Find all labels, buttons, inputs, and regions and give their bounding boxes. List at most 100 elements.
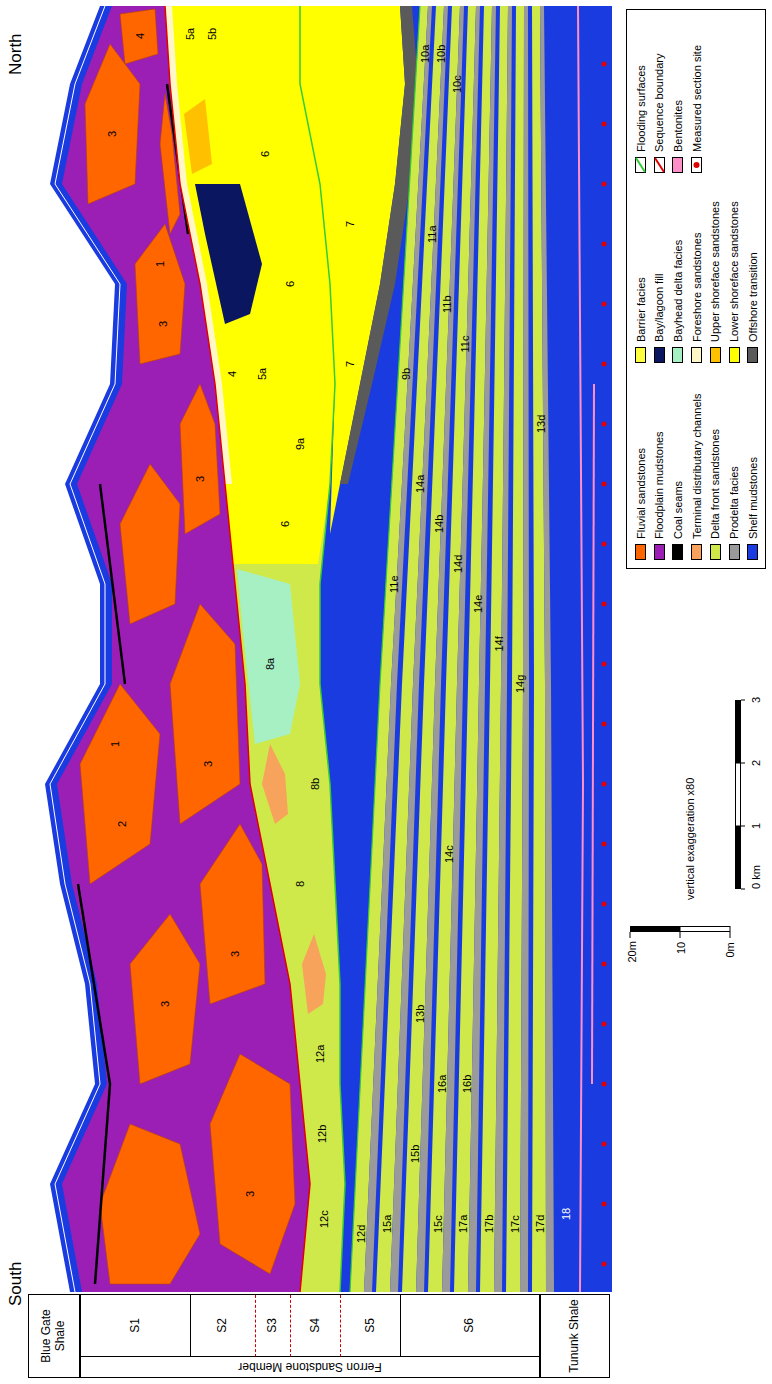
section-dot: [602, 1142, 607, 1147]
unit-name: S2: [216, 1316, 230, 1335]
unit-name: S6: [463, 1316, 477, 1335]
legend-entry: Offshore transition: [744, 252, 761, 363]
legend-entry: Floodplain mudstones: [651, 431, 668, 560]
legend-text: Prodelta facies: [728, 466, 740, 539]
legend-entry: Bay/lagoon fill: [651, 274, 668, 364]
legend-swatch: [672, 347, 683, 363]
unit-number: 5b: [206, 28, 218, 40]
legend-text: Floodplain mudstones: [653, 431, 665, 539]
coal-seam: [78, 884, 110, 1284]
unit-number: 17a: [457, 1215, 469, 1233]
unit-number: 3: [159, 1001, 171, 1007]
legend-entry: Barrier facies: [632, 277, 649, 363]
legend-box: Fluvial sandstones Floodplain mudstones Co…: [626, 9, 766, 569]
unit-number: 8: [294, 881, 306, 887]
section-dot: [602, 1202, 607, 1207]
legend-entry: Delta front sandstones: [707, 429, 724, 560]
symbol-line: [636, 158, 645, 172]
sequence-boundary: [165, 6, 310, 1292]
direction-label: North: [7, 33, 26, 75]
unit-number: 3: [106, 131, 118, 137]
unit-number: 9b: [400, 368, 412, 380]
legend-text: Bayhead delta facies: [672, 240, 684, 342]
legend-swatch: [672, 157, 683, 173]
legend-swatch: [729, 544, 740, 560]
unit-number: 14a: [414, 475, 426, 493]
legend-entry: Fluvial sandstones: [632, 448, 649, 560]
unit-number: 12b: [316, 1125, 328, 1143]
legend-entry: Bayhead delta facies: [669, 240, 686, 363]
legend-text: Foreshore sandstones: [691, 233, 703, 342]
unit-number: 3: [157, 321, 169, 327]
unit-number: 3: [194, 476, 206, 482]
fluvial-channel: [180, 384, 220, 534]
fluvial-channel: [85, 44, 140, 204]
unit-number: 18: [560, 1208, 572, 1220]
legend-text: Flooding surfaces: [635, 65, 647, 152]
section-dot: [602, 1082, 607, 1087]
legend-swatch: [710, 544, 721, 560]
scale-label: 2: [750, 760, 762, 766]
symbol-box: [654, 158, 664, 173]
unit-number: 10c: [451, 75, 463, 93]
symbol-box: [636, 158, 646, 173]
unit-number: 12a: [314, 1045, 326, 1063]
unit-number: 14c: [443, 845, 455, 863]
legend-text: Shelf mudstones: [747, 457, 759, 539]
prodelta-band: [520, 6, 529, 1292]
legend-symbol: [691, 157, 702, 173]
legend-swatch: [747, 347, 758, 363]
unit-name: Blue Gate Shale: [40, 1295, 68, 1377]
column-cell: Tununk Shale: [540, 1294, 610, 1378]
sequence-cell: S1: [81, 1295, 191, 1357]
unit-number: 12c: [318, 1210, 330, 1228]
legend-symbol: [635, 157, 646, 173]
measured-section-sites: [602, 62, 607, 1267]
section-dot: [602, 602, 607, 607]
direction-label: South: [7, 1262, 26, 1306]
fluvial-channel: [80, 684, 160, 884]
scale-tick: [741, 826, 745, 827]
distributary-channel: [262, 744, 288, 824]
unit-number: 10b: [435, 45, 447, 63]
symbol-box: [692, 158, 702, 173]
legend-entry: Flooding surfaces: [632, 65, 649, 173]
legend-swatch: [747, 544, 758, 560]
coal-seam: [100, 484, 125, 684]
section-dot: [602, 362, 607, 367]
unit-number: 2: [116, 821, 128, 827]
legend-swatch: [654, 347, 665, 363]
column-cell: Ferron Sandstone MemberS1S2S3S4S5S6: [80, 1294, 540, 1378]
section-dot: [602, 242, 607, 247]
unit-number: 12d: [355, 1225, 367, 1243]
scale-segment: [630, 926, 680, 932]
scale-label: 1: [750, 823, 762, 829]
section-dot: [602, 182, 607, 187]
unit-number: 6: [284, 281, 296, 287]
scale-tick: [741, 763, 745, 764]
legend-entry: Coal seams: [669, 481, 686, 560]
unit-name: Tununk Shale: [568, 1297, 582, 1375]
legend-entry: Shelf mudstones: [744, 457, 761, 560]
legend-text: Bentonites: [672, 100, 684, 152]
unit-name: S4: [309, 1316, 323, 1335]
fluvial-channel: [135, 224, 185, 364]
legend-text: Coal seams: [672, 481, 684, 539]
scale-label: 0 km: [750, 865, 762, 889]
fluvial-channel: [120, 464, 180, 624]
bentonite: [578, 6, 583, 1292]
legend-text: Measured section site: [691, 45, 703, 152]
fluvial-channel: [120, 9, 158, 64]
prodelta-band: [540, 6, 554, 1292]
sequence-cell: S4: [291, 1295, 341, 1357]
unit-number: 7: [344, 361, 356, 367]
scale-label: 0m: [724, 942, 736, 957]
section-dot: [602, 662, 607, 667]
legend-text: Offshore transition: [747, 252, 759, 342]
flooding-surface: [350, 6, 420, 1292]
legend-text: Delta front sandstones: [709, 429, 721, 539]
unit-number: 6: [279, 521, 291, 527]
legend-swatch: [635, 347, 646, 363]
legend-entry: Upper shoreface sandstones: [707, 201, 724, 363]
